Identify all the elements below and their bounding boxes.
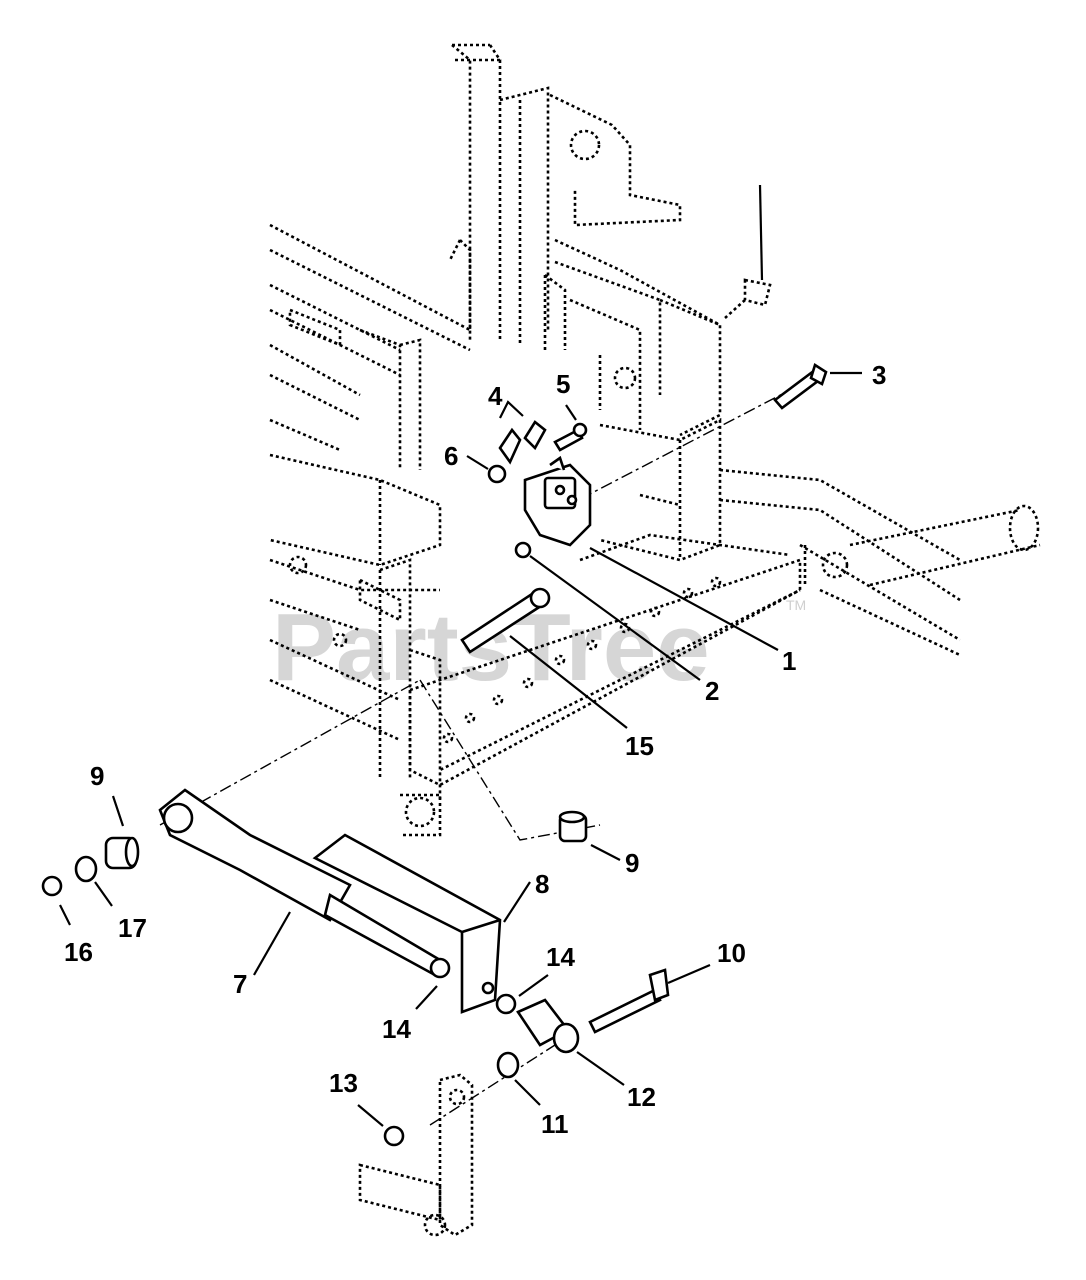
callout-1: 1 [782, 646, 796, 676]
spacer-9-left [104, 836, 140, 870]
callout-6: 6 [444, 441, 458, 471]
lift-bracket [358, 1073, 474, 1237]
callout-5: 5 [556, 369, 570, 399]
parts [41, 362, 828, 1237]
valve-1 [523, 455, 592, 547]
callout-16: 16 [64, 937, 93, 967]
nut-13 [383, 1125, 405, 1147]
callout-9-right: 9 [625, 848, 639, 878]
washer-17 [74, 855, 98, 883]
centerlines [159, 389, 791, 1126]
bolt-15 [460, 587, 551, 654]
arm-8 [312, 833, 502, 1014]
callout-13: 13 [329, 1068, 358, 1098]
watermark-trademark: TM [786, 597, 806, 613]
cylinder-7 [158, 788, 451, 979]
callout-17: 17 [118, 913, 147, 943]
nut-16 [41, 875, 63, 897]
nut-14 [495, 993, 517, 1015]
rod-end-12 [516, 998, 580, 1054]
callout-15: 15 [625, 731, 654, 761]
watermark: PartsTree TM [272, 594, 806, 701]
bracket-4 [498, 420, 547, 465]
callout-3: 3 [872, 360, 886, 390]
watermark-text: PartsTree [272, 594, 710, 701]
leader-lines [59, 371, 862, 1127]
bolt-5 [553, 422, 588, 452]
washer-11 [496, 1051, 520, 1079]
nut-2 [514, 541, 532, 559]
frame-assembly [269, 43, 1041, 837]
callout-11: 11 [541, 1109, 569, 1139]
callout-4: 4 [488, 381, 503, 411]
callout-9-left: 9 [90, 761, 104, 791]
callout-7: 7 [233, 969, 247, 999]
callout-labels: 1 2 3 4 5 6 7 8 9 9 10 11 12 13 14 14 15… [64, 360, 886, 1139]
callout-8: 8 [535, 869, 549, 899]
spacer-9-right [558, 810, 588, 843]
bolt-10 [588, 968, 670, 1034]
bolt-3 [773, 362, 828, 410]
callout-14-right: 14 [546, 942, 575, 972]
nut-6 [487, 464, 507, 484]
callout-12: 12 [627, 1082, 656, 1112]
callout-14-left: 14 [382, 1014, 411, 1044]
callout-2: 2 [705, 676, 719, 706]
callout-10: 10 [717, 938, 746, 968]
